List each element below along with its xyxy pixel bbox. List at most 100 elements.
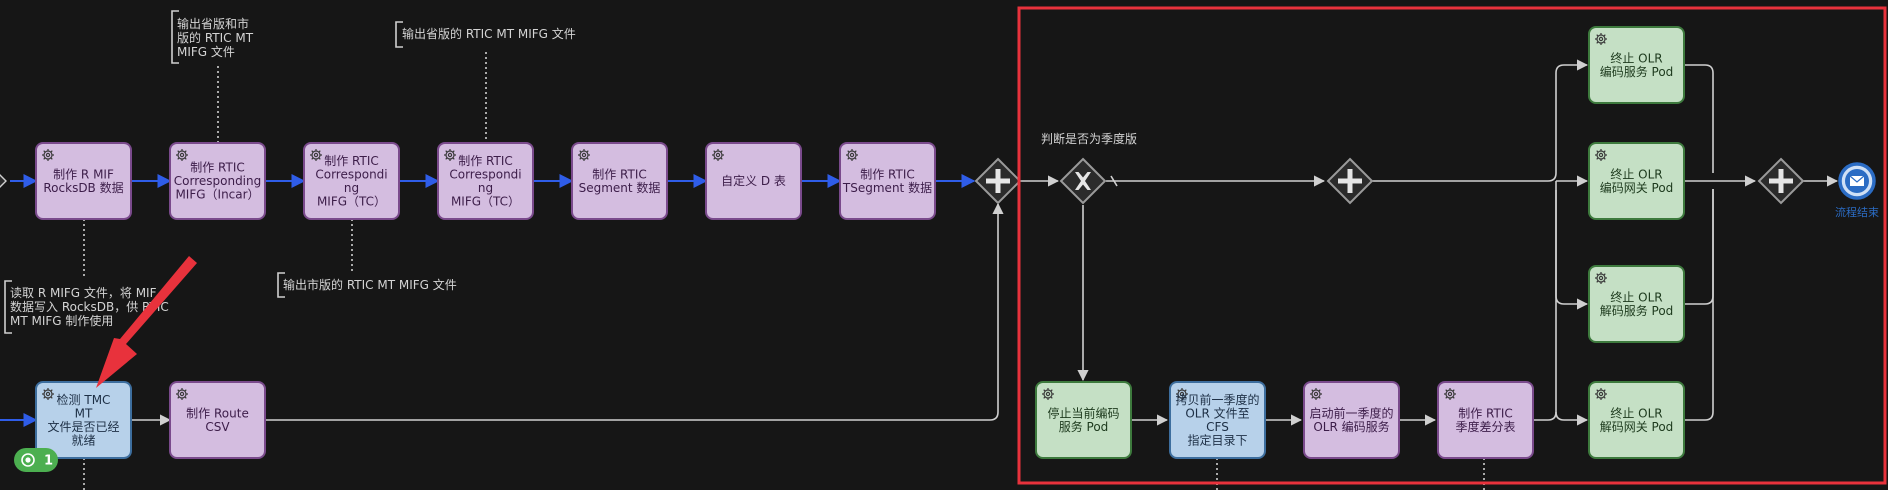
task-label-line: Correspondi [449,167,521,181]
task-label-line: 检测 TMC [57,392,111,407]
flow-line [1555,181,1589,310]
parallel-gateway-1[interactable] [974,157,1022,205]
end-event[interactable] [1838,162,1876,200]
envelope-icon [1849,175,1865,186]
task-custom-d-table[interactable]: 自定义 D 表 [705,142,802,220]
bracket [4,280,12,334]
plus-icon [1338,169,1362,193]
task-label-line: 解码网关 Pod [1600,420,1674,434]
plus-icon [986,169,1010,193]
task-stop-current-pod[interactable]: 停止当前编码服务 Pod [1035,381,1132,459]
task-label-line: 自定义 D 表 [721,173,786,188]
parallel-gateway-2[interactable] [1326,157,1374,205]
task-label-line: 终止 OLR [1610,405,1662,420]
task-label-line: 拷贝前一季度的 [1175,392,1259,407]
task-label-line: 制作 RTIC [324,154,379,168]
flow-line [1533,190,1557,421]
annotation-province-city: 输出省版和市 版的 RTIC MT MIFG 文件 [177,16,257,59]
red-pointer-arrow [96,256,197,388]
task-label-line: MIFG（TC） [317,194,386,208]
task-label-line: 制作 RTIC [1458,406,1513,420]
grey-sequence-flows [131,59,1839,426]
task-label-line: Corresponding [174,174,262,188]
task-label-line: 编码网关 Pod [1600,180,1674,195]
task-label-line: 制作 Route [186,406,249,420]
annotation-brackets [4,10,403,334]
task-label-line: CSV [205,420,230,434]
task-label-line: TSegment 数据 [842,180,932,195]
task-box [1169,381,1266,459]
task-label-line: 服务 Pod [1059,419,1109,434]
annotation-city: 输出市版的 RTIC MT MIFG 文件 [283,277,457,292]
task-box [705,142,802,220]
task-label-line: ng [478,181,493,195]
default-flow-mark [1110,175,1118,187]
selection-box [1017,6,1887,485]
task-label-line: 文件是否已经 [47,419,119,434]
plus-icon [1769,169,1793,193]
task-box [1588,265,1685,343]
task-box [35,381,132,459]
task-label-line: 解码服务 Pod [1600,303,1674,318]
task-label-line: 制作 RTIC [458,154,513,168]
flow-line [1682,64,1714,173]
task-label-line: 制作 R MIF [53,167,114,181]
task-box [839,142,936,220]
end-event-label: 流程结束 [1835,205,1879,219]
bracket [395,21,403,48]
task-label-line: 终止 OLR [1610,289,1662,304]
task-label-line: MIFG（TC） [451,194,520,208]
task-label-line: 制作 RTIC [860,167,915,181]
task-box [303,142,400,220]
partial-start-gateway[interactable] [0,173,7,189]
annotation-read-rmifg: 读取 R MIFG 文件，将 MIF 数据写入 RocksDB，供 RTIC M… [10,285,173,328]
task-label-line: 终止 OLR [1610,50,1662,65]
flow-line [1555,411,1589,426]
flow-line [265,202,1004,421]
task-box [1035,381,1132,459]
status-badge[interactable]: 1 [14,448,58,472]
task-label-line: 编码服务 Pod [1600,64,1674,79]
task-label-line: Correspondi [315,167,387,181]
gateway-diamond [0,174,7,188]
task-label-line: 就绪 [71,433,95,447]
task-label-line: 制作 RTIC [592,167,647,181]
task-label-line: OLR 文件至 [1185,405,1249,420]
task-box [169,381,266,459]
task-box [35,142,132,220]
parallel-gateway-3[interactable] [1757,157,1805,205]
annotation-texts: 输出省版和市 版的 RTIC MT MIFG 文件 输出省版的 RTIC MT … [10,16,1137,328]
task-box [1588,381,1685,459]
task-box [571,142,668,220]
exclusive-gateway[interactable] [1059,157,1107,205]
